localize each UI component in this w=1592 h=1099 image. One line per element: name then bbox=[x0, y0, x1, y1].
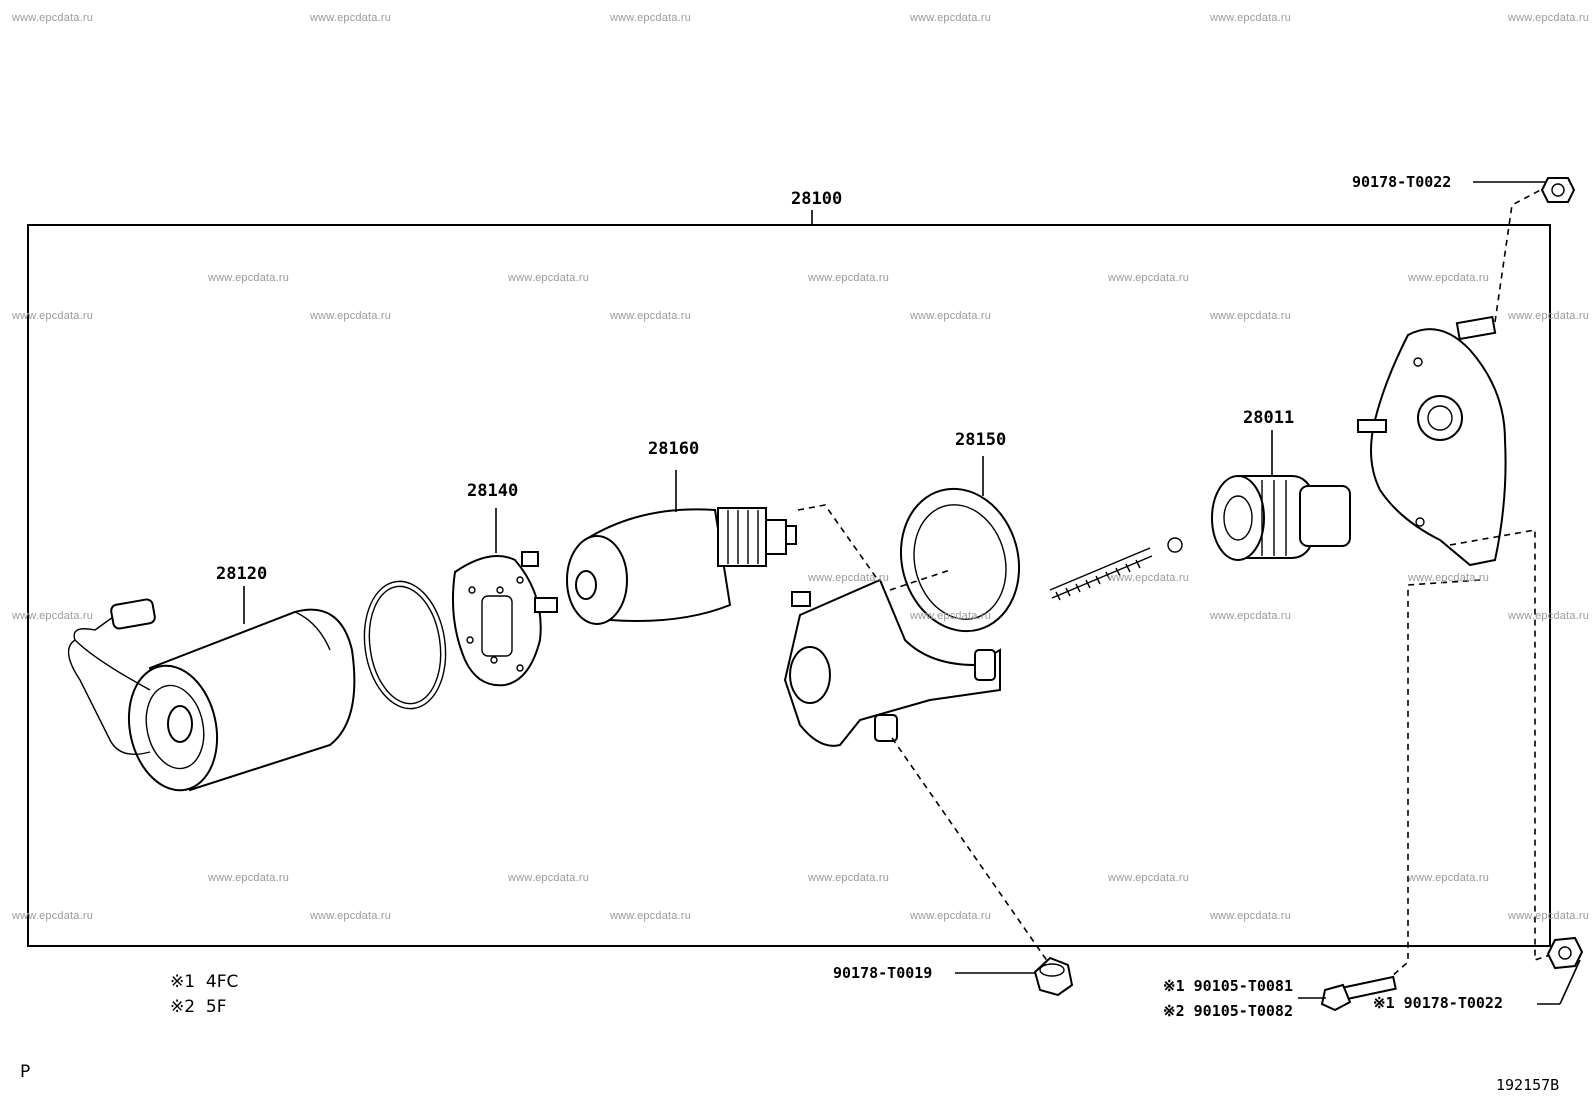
fastener-bolt-label-2[interactable]: ※2 90105-T0082 bbox=[1163, 1002, 1293, 1020]
legend-row: ※1 4FC bbox=[170, 974, 238, 991]
watermark: www.epcdata.ru bbox=[1408, 572, 1490, 584]
legend-mark: ※2 bbox=[170, 997, 196, 1017]
legend-code: 4FC bbox=[205, 972, 239, 992]
nut-top-drawing bbox=[1540, 177, 1576, 203]
part-number-28150[interactable]: 28150 bbox=[955, 430, 1007, 450]
nut-bottom-mid-drawing bbox=[1033, 956, 1074, 997]
watermark: www.epcdata.ru bbox=[1108, 272, 1190, 284]
fastener-nut-bottom-mid-label[interactable]: 90178-T0019 bbox=[833, 964, 933, 982]
spring-drawing bbox=[1049, 547, 1153, 601]
watermark: www.epcdata.ru bbox=[1108, 572, 1190, 584]
watermark: www.epcdata.ru bbox=[310, 910, 392, 922]
starter-housing-drawing bbox=[783, 456, 1021, 747]
assembly-frame bbox=[27, 224, 1551, 947]
starter-clutch-drawing bbox=[1211, 430, 1351, 561]
part-number-28120[interactable]: 28120 bbox=[216, 564, 268, 584]
watermark: www.epcdata.ru bbox=[910, 310, 992, 322]
watermark: www.epcdata.ru bbox=[1508, 310, 1590, 322]
armature-drawing bbox=[566, 470, 797, 625]
watermark: www.epcdata.ru bbox=[610, 910, 692, 922]
watermark: www.epcdata.ru bbox=[910, 12, 992, 24]
bolt-drawing bbox=[1320, 975, 1397, 1012]
watermark: www.epcdata.ru bbox=[508, 872, 590, 884]
drive-housing-drawing bbox=[1357, 315, 1507, 567]
ball-drawing bbox=[1167, 537, 1183, 553]
watermark: www.epcdata.ru bbox=[208, 872, 290, 884]
field-yoke-drawing bbox=[67, 586, 356, 792]
watermark: www.epcdata.ru bbox=[1210, 310, 1292, 322]
legend-row: ※2 5F bbox=[170, 999, 226, 1016]
watermark: www.epcdata.ru bbox=[910, 610, 992, 622]
watermark: www.epcdata.ru bbox=[910, 910, 992, 922]
watermark: www.epcdata.ru bbox=[208, 272, 290, 284]
watermark: www.epcdata.ru bbox=[808, 272, 890, 284]
part-number-28160[interactable]: 28160 bbox=[648, 439, 700, 459]
fastener-bolt-label-1[interactable]: ※1 90105-T0081 bbox=[1163, 977, 1293, 995]
assembly-part-number[interactable]: 28100 bbox=[791, 189, 843, 209]
footer-left-code: P bbox=[20, 1062, 31, 1082]
watermark: www.epcdata.ru bbox=[1508, 910, 1590, 922]
watermark: www.epcdata.ru bbox=[610, 310, 692, 322]
watermark: www.epcdata.ru bbox=[12, 310, 94, 322]
watermark: www.epcdata.ru bbox=[12, 12, 94, 24]
watermark: www.epcdata.ru bbox=[508, 272, 590, 284]
watermark: www.epcdata.ru bbox=[310, 310, 392, 322]
watermark: www.epcdata.ru bbox=[310, 12, 392, 24]
nut-bottom-right-drawing bbox=[1546, 936, 1584, 970]
watermark: www.epcdata.ru bbox=[1210, 610, 1292, 622]
watermark: www.epcdata.ru bbox=[808, 872, 890, 884]
fastener-nut-top-label[interactable]: 90178-T0022 bbox=[1352, 173, 1452, 191]
fastener-nut-bottom-right-label[interactable]: ※1 90178-T0022 bbox=[1373, 994, 1503, 1012]
legend-mark: ※1 bbox=[170, 972, 196, 992]
part-number-28140[interactable]: 28140 bbox=[467, 481, 519, 501]
brush-holder-drawing bbox=[451, 508, 558, 687]
illustration-number: 192157B bbox=[1496, 1076, 1560, 1094]
watermark: www.epcdata.ru bbox=[610, 12, 692, 24]
watermark: www.epcdata.ru bbox=[1408, 872, 1490, 884]
watermark: www.epcdata.ru bbox=[1210, 12, 1292, 24]
watermark: www.epcdata.ru bbox=[1408, 272, 1490, 284]
watermark: www.epcdata.ru bbox=[1210, 910, 1292, 922]
o-ring-drawing bbox=[363, 580, 447, 710]
watermark: www.epcdata.ru bbox=[1508, 12, 1590, 24]
watermark: www.epcdata.ru bbox=[12, 910, 94, 922]
watermark: www.epcdata.ru bbox=[12, 610, 94, 622]
part-number-28011[interactable]: 28011 bbox=[1243, 408, 1295, 428]
watermark: www.epcdata.ru bbox=[808, 572, 890, 584]
legend-code: 5F bbox=[205, 997, 227, 1017]
watermark: www.epcdata.ru bbox=[1508, 610, 1590, 622]
watermark: www.epcdata.ru bbox=[1108, 872, 1190, 884]
